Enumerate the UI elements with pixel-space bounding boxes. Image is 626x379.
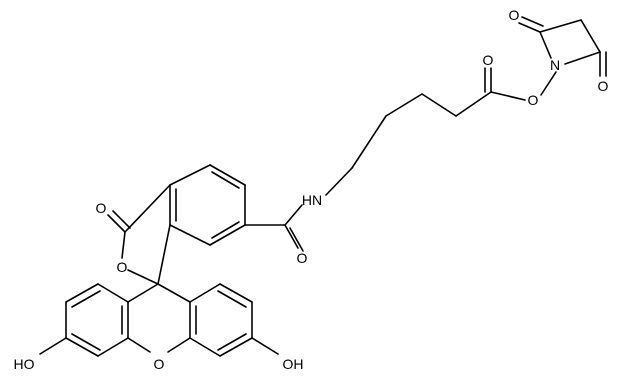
atom-label-o: O [528,92,539,108]
atom-label-hn: HN [302,192,322,208]
atom-label-oh: HO [14,356,35,372]
hexyl-chain [325,91,492,196]
atom-label-n: N [550,57,560,73]
atom-label-oh: OH [283,356,304,372]
lactone-ring [107,184,171,285]
atom-label-o: O [598,78,609,94]
atom-label-o: O [297,250,308,266]
atom-label-o: O [154,356,165,372]
atom-label-o: O [509,7,520,23]
ester-group [484,67,526,101]
atom-label-o: O [117,259,128,275]
amide-group [244,204,304,252]
benzene-ring-upper [169,164,246,246]
atom-label-o: O [96,200,107,216]
xanthene-system [39,283,279,357]
atom-label-o: O [483,52,494,68]
succinimide-ring [518,16,607,96]
